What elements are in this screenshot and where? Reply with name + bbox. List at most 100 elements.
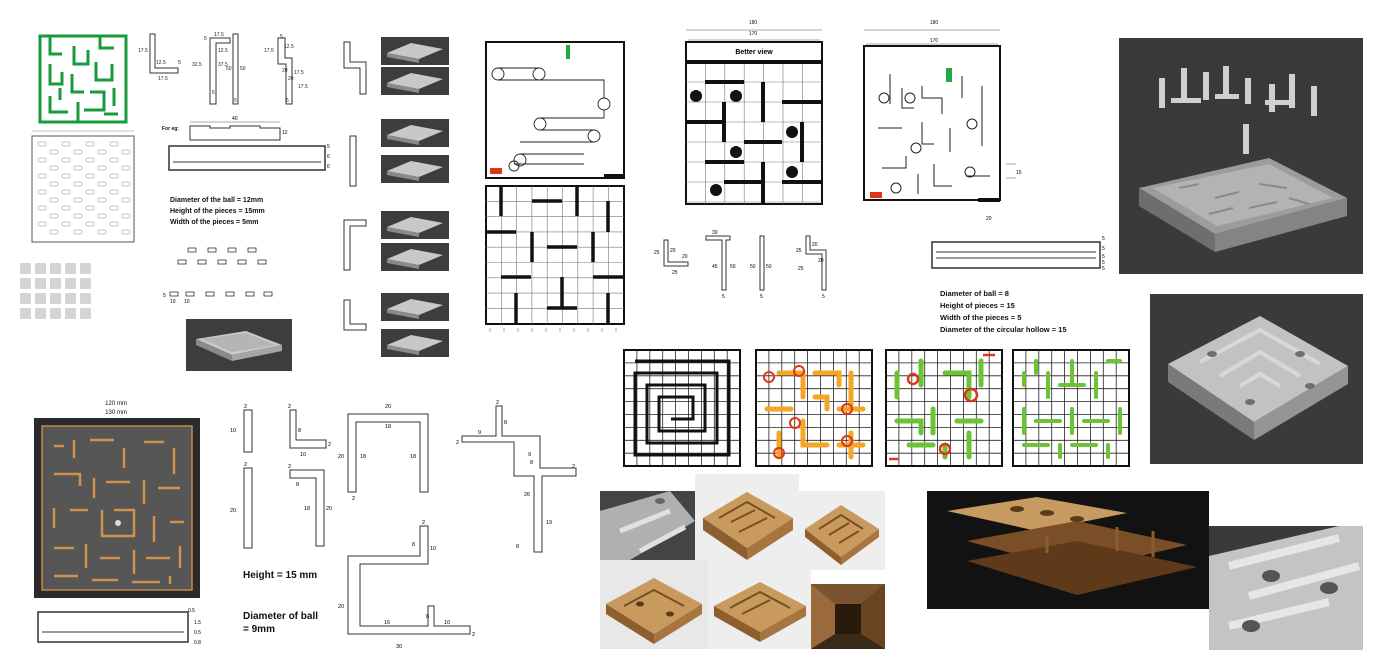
dim-label: 5 — [286, 98, 289, 104]
dim-label: 5 — [327, 144, 330, 150]
grid-line — [49, 165, 59, 171]
dim-label: 25 — [672, 270, 678, 276]
gray-tile — [50, 263, 61, 274]
piece-width-note: Width of the pieces = 5mm — [170, 219, 259, 226]
hollow-board-drawing: 15 20 — [863, 29, 1022, 222]
side-dim: 15 — [1016, 170, 1022, 176]
dim-label: 2 — [472, 632, 475, 638]
grid-line — [37, 221, 47, 227]
dim-label: 5 — [178, 60, 181, 66]
dim-label: 20 — [326, 506, 332, 512]
piece-render-thumb — [381, 155, 449, 183]
inner-width-dim-2: 170 — [929, 38, 939, 44]
dim-label: 2 — [244, 404, 247, 410]
dim-label: 8 — [516, 544, 519, 550]
grid-line — [109, 173, 119, 179]
rail-section-drawing: 5 6 6 — [168, 144, 330, 171]
dim-label: 18 — [410, 454, 416, 460]
dim-label: 10 — [300, 452, 306, 458]
outer-width-label: 120 mm — [105, 401, 127, 407]
dim-label: 20 — [230, 508, 236, 514]
grid-line — [109, 205, 119, 211]
dim-label: 50 — [766, 264, 772, 270]
grid-line — [121, 181, 131, 187]
grid-line — [85, 173, 95, 179]
height-note: Height = 15 mm — [243, 570, 318, 581]
grid-line — [85, 221, 95, 227]
grid-line — [85, 157, 95, 163]
dim-label: 30 — [396, 644, 402, 650]
dim-label: 17.5 — [298, 84, 308, 90]
center-piece-drawings: 25 20 20 25 30 45 50 5 50 50 5 25 20 20 … — [654, 230, 827, 300]
dim-label: 20 — [670, 248, 676, 254]
grid-line — [109, 157, 119, 163]
grid-line — [73, 213, 83, 219]
dim-label: 5 — [822, 294, 825, 300]
grid-line — [37, 157, 47, 163]
dim-label: 2 — [288, 464, 291, 470]
dim-label: 5 — [163, 293, 166, 299]
lime-marked-grid — [1012, 349, 1130, 467]
dim-label: 17.5 — [138, 48, 148, 54]
grid-line — [49, 197, 59, 203]
ball-note-line-1: Diameter of ball — [243, 611, 319, 622]
grid-line — [121, 165, 131, 171]
dim-label: 17.5 — [264, 48, 274, 54]
hollow-maze-render — [1150, 294, 1363, 464]
grid-wall-board — [485, 185, 625, 332]
dim-label: 50 — [226, 66, 232, 72]
grid-line — [61, 189, 71, 195]
tray-render — [186, 319, 292, 371]
dim-label: 5 — [1102, 254, 1105, 260]
dim-label: 5 — [722, 294, 725, 300]
dim-label: 5 — [1102, 246, 1105, 252]
spacing-drawing: 5 10 10 — [163, 247, 273, 305]
gray-tile — [35, 293, 46, 304]
dim-label: 8 — [504, 420, 507, 426]
grid-line — [61, 173, 71, 179]
outer-width-dim-2: 180 — [929, 20, 939, 26]
dim-label: 6 — [327, 164, 330, 170]
dim-label: 17.5 — [214, 32, 224, 38]
piece-render-thumb — [381, 119, 449, 147]
piece-render-thumb — [381, 67, 449, 95]
gray-tile — [20, 278, 31, 289]
gray-tile — [80, 278, 91, 289]
gray-tile — [35, 278, 46, 289]
gray-tile — [80, 293, 91, 304]
gray-tile — [65, 293, 76, 304]
dim-label: 20 — [338, 454, 344, 460]
grid-line — [97, 229, 107, 235]
board-grid-drawing — [31, 130, 135, 243]
hollow-closeup-render — [1209, 526, 1363, 650]
dim-label: 5 — [1102, 260, 1105, 266]
grid-line — [61, 141, 71, 147]
dim-label: 30 — [712, 230, 718, 236]
bar-length-dim: 40 — [232, 116, 238, 122]
dim-label: 5 — [212, 90, 215, 96]
grid-line — [37, 189, 47, 195]
orange-marked-grid — [755, 349, 873, 467]
inner-width-label: 130 mm — [105, 410, 127, 416]
gray-tile — [50, 278, 61, 289]
bar-height-dim: 12 — [282, 130, 288, 136]
hollow-diameter-note: Diameter of the circular hollow = 15 — [940, 325, 1067, 334]
grid-line — [97, 165, 107, 171]
dim-label: 5 — [760, 294, 763, 300]
bar-piece-drawing: 40 12 — [189, 116, 288, 141]
outer-width-dim: 180 — [748, 20, 758, 26]
grid-line — [109, 221, 119, 227]
grid-line — [73, 181, 83, 187]
piece-render-thumb — [381, 243, 449, 271]
dim-label: 2 — [328, 442, 331, 448]
dim-label: 26 — [524, 492, 530, 498]
gray-tile — [65, 308, 76, 319]
dim-label: 8 — [298, 428, 301, 434]
gray-tile — [35, 308, 46, 319]
grid-line — [97, 181, 107, 187]
dim-label: 25 — [796, 248, 802, 254]
piece-render-thumb — [381, 329, 449, 357]
spiral-grid-sketch — [623, 349, 741, 467]
dim-label: 12.5 — [284, 44, 294, 50]
dim-label: 1.5 — [194, 620, 201, 626]
